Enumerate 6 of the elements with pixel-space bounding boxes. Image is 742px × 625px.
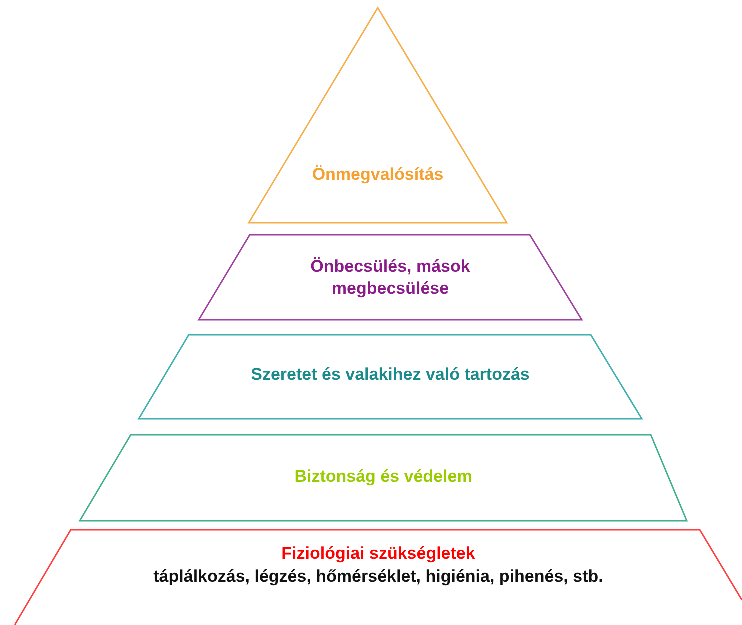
- level-title: Önmegvalósítás: [312, 164, 444, 186]
- level-title: Biztonság és védelem: [294, 466, 472, 488]
- level-title: Fiziológiai szükségletek: [282, 543, 476, 565]
- level-title: Szeretet és valakihez való tartozás: [251, 364, 530, 386]
- level-description: táplálkozás, légzés, hőmérséklet, higiénia, pihenés, stb.: [154, 566, 604, 588]
- level-title: Önbecsülés, mások megbecsülése: [310, 256, 472, 300]
